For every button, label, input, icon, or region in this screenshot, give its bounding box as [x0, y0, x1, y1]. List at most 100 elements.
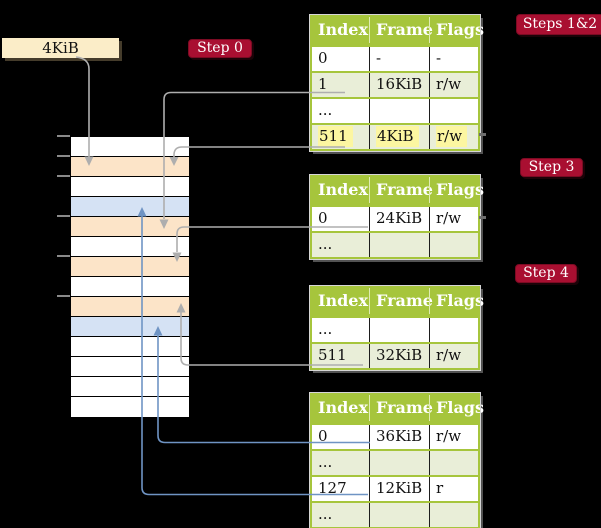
cell-frame: 36KiB — [369, 425, 429, 449]
cell-index: 511 — [312, 125, 369, 149]
cell-index: ... — [318, 453, 333, 471]
memory-cell-white — [71, 357, 189, 377]
cell-frame: 16KiB — [369, 73, 429, 97]
highlight-mark: 4KiB — [376, 126, 419, 147]
memory-tick — [57, 135, 70, 137]
cell-index: ... — [318, 505, 333, 523]
memory-cell-peach — [71, 257, 189, 277]
table-row: 1 16KiB r/w — [312, 71, 478, 97]
page-table-step-3: Index Frame Flags 0 24KiB r/w ... — [309, 174, 484, 260]
memory-cell-white — [71, 337, 189, 357]
cell-flags: r/w — [429, 125, 478, 149]
cell-index: ... — [318, 320, 333, 338]
table-row: 127 12KiB r — [312, 475, 478, 501]
cell-flags: r/w — [429, 344, 478, 368]
memory-cell-blue — [71, 197, 189, 217]
memory-cell-white — [71, 237, 189, 257]
cell-frame — [369, 233, 429, 257]
table-row: 0 36KiB r/w — [312, 423, 478, 449]
memory-cell-white — [71, 177, 189, 197]
cell-flags: r/w — [429, 207, 478, 231]
table-header-row: Index Frame Flags — [312, 395, 484, 423]
table-row: ... — [312, 316, 478, 342]
cell-frame — [369, 99, 429, 123]
cell-frame: 32KiB — [369, 344, 429, 368]
frame-column-header: Frame — [369, 17, 433, 43]
memory-cell-white — [71, 397, 189, 417]
cell-flags — [429, 318, 478, 342]
table-row: ... — [312, 449, 478, 475]
memory-tick — [57, 295, 70, 297]
cell-flags — [429, 451, 478, 475]
row-stub-mark — [479, 216, 486, 219]
cell-frame — [369, 318, 429, 342]
memory-cell-peach — [71, 217, 189, 237]
cell-index: 0 — [318, 49, 328, 67]
table-row: 0 - - — [312, 45, 478, 71]
index-column-header: Index — [318, 180, 369, 199]
cell-index: 0 — [318, 427, 328, 445]
frame-size-box: 4KiB — [2, 38, 119, 58]
cell-frame — [369, 451, 429, 475]
cell-index: 511 — [318, 346, 347, 364]
frame-column-header: Frame — [369, 177, 433, 203]
table-header-row: Index Frame Flags — [312, 17, 484, 45]
highlight-mark: r/w — [436, 126, 468, 147]
page-table-steps-1-2: Index Frame Flags 0 - - 1 16KiB r/w ... … — [309, 14, 484, 152]
flags-column-header: Flags — [429, 395, 484, 421]
cell-flags — [429, 99, 478, 123]
page-table-final: Index Frame Flags 0 36KiB r/w ... 127 12… — [309, 392, 484, 528]
cell-flags: r — [429, 477, 478, 501]
memory-tick — [57, 155, 70, 157]
step-4-badge: Step 4 — [515, 264, 577, 283]
memory-cell-white — [71, 377, 189, 397]
memory-tick — [57, 175, 70, 177]
memory-cell-white — [71, 137, 189, 157]
table-row: ... — [312, 231, 478, 257]
table-header-row: Index Frame Flags — [312, 177, 484, 205]
memory-tick — [57, 255, 70, 257]
cell-index: ... — [318, 235, 333, 253]
table-row: 511 32KiB r/w — [312, 342, 478, 368]
index-column-header: Index — [318, 291, 369, 310]
table-row: ... — [312, 97, 478, 123]
memory-cell-peach — [71, 297, 189, 317]
cell-flags: r/w — [429, 425, 478, 449]
cell-frame: 12KiB — [369, 477, 429, 501]
table-row-highlighted: 511 4KiB r/w — [312, 123, 478, 149]
index-column-header: Index — [318, 398, 369, 417]
table-header-row: Index Frame Flags — [312, 288, 484, 316]
memory-tick — [57, 215, 70, 217]
cell-frame: 24KiB — [369, 207, 429, 231]
memory-cell-blue — [71, 317, 189, 337]
physical-memory-column — [70, 136, 190, 417]
memory-cell-white — [71, 277, 189, 297]
page-table-step-4: Index Frame Flags ... 511 32KiB r/w — [309, 285, 484, 371]
cell-index: ... — [318, 101, 333, 119]
cell-index: 0 — [318, 209, 328, 227]
table-row: 0 24KiB r/w — [312, 205, 478, 231]
cell-flags: - — [429, 47, 478, 71]
memory-cell-peach — [71, 157, 189, 177]
cell-flags — [429, 503, 478, 527]
row-stub-mark — [479, 133, 486, 136]
cell-index: 1 — [318, 75, 328, 93]
highlight-mark: 511 — [318, 126, 353, 147]
flags-column-header: Flags — [429, 177, 484, 203]
frame-size-label: 4KiB — [42, 39, 79, 57]
cell-flags — [429, 233, 478, 257]
step-3-badge: Step 3 — [520, 158, 583, 177]
cell-flags: r/w — [429, 73, 478, 97]
cell-frame: 4KiB — [369, 125, 429, 149]
flags-column-header: Flags — [429, 288, 484, 314]
table-row: ... — [312, 501, 478, 527]
cell-frame: - — [369, 47, 429, 71]
index-column-header: Index — [318, 20, 369, 39]
steps-1-2-badge: Steps 1&2 — [516, 14, 601, 35]
cell-index: 127 — [318, 479, 347, 497]
flags-column-header: Flags — [429, 17, 484, 43]
cell-frame — [369, 503, 429, 527]
step-0-badge: Step 0 — [188, 39, 252, 58]
frame-column-header: Frame — [369, 395, 433, 421]
